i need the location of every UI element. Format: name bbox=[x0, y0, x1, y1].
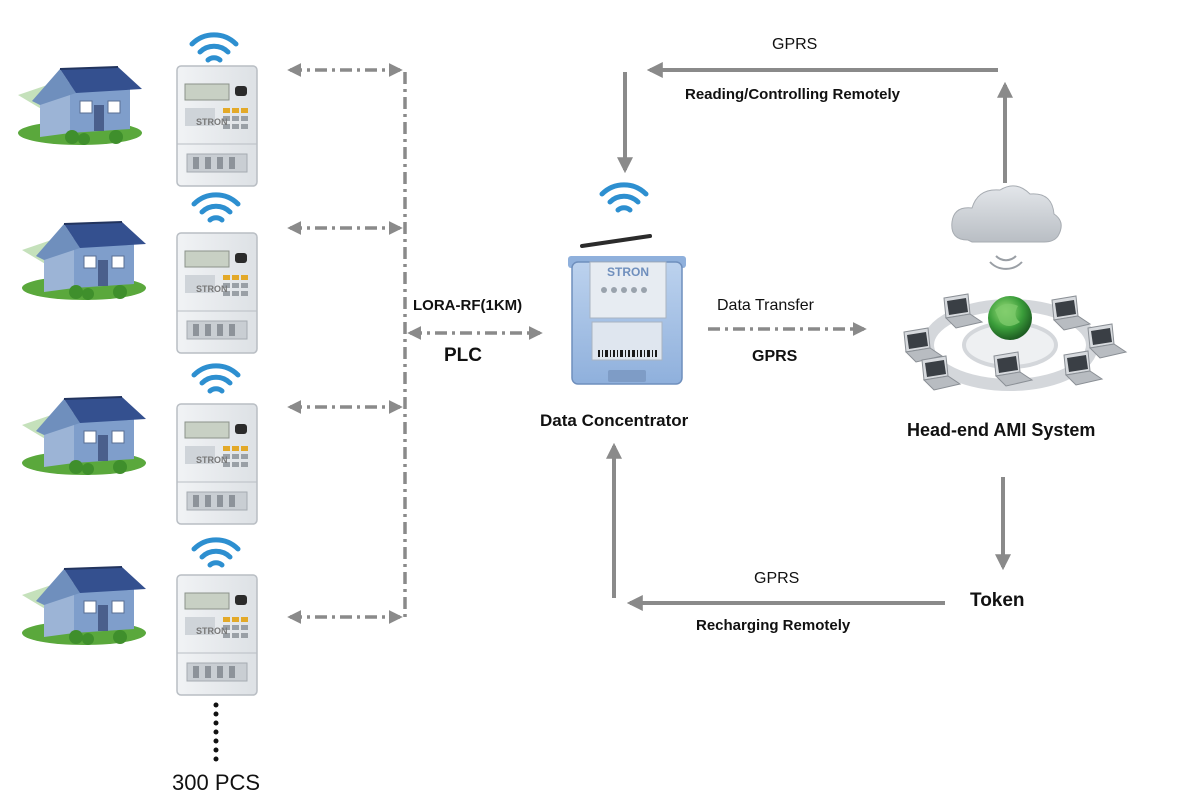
token-label: Token bbox=[970, 590, 1025, 611]
meter-brand: STRON bbox=[196, 626, 228, 636]
continuation-dots bbox=[213, 702, 219, 762]
link-label-lora: LORA-RF(1KM) bbox=[413, 297, 523, 314]
meter-brand: STRON bbox=[196, 284, 228, 294]
link-label-gprs-mid: GPRS bbox=[752, 348, 798, 365]
link-label-plc: PLC bbox=[444, 345, 482, 366]
concentrator-brand: STRON bbox=[607, 265, 649, 279]
house-icon bbox=[21, 396, 147, 476]
link-label-reading: Reading/Controlling Remotely bbox=[685, 86, 901, 103]
wifi-icon bbox=[192, 35, 236, 60]
laptop-icon bbox=[1051, 295, 1091, 331]
meter-brand: STRON bbox=[196, 455, 228, 465]
wifi-icon bbox=[194, 195, 238, 220]
link-label-gprs-bottom: GPRS bbox=[754, 570, 800, 587]
laptop-icon bbox=[1063, 350, 1103, 386]
link-label-recharging: Recharging Remotely bbox=[696, 617, 851, 634]
wifi-icon bbox=[602, 185, 646, 210]
link-label-gprs-top: GPRS bbox=[772, 36, 818, 53]
meter-brand: STRON bbox=[196, 117, 228, 127]
wifi-icon bbox=[194, 366, 238, 391]
concentrator-label: Data Concentrator bbox=[540, 411, 689, 430]
headend-label: Head-end AMI System bbox=[907, 420, 1096, 440]
quantity-label: 300 PCS bbox=[172, 770, 261, 795]
link-label-data-transfer: Data Transfer bbox=[717, 297, 814, 314]
concentrator-icon bbox=[568, 234, 686, 385]
house-icon bbox=[17, 66, 143, 146]
house-icon bbox=[21, 566, 147, 646]
house-icon bbox=[21, 221, 147, 301]
cloud-icon bbox=[951, 185, 1062, 270]
wifi-icon bbox=[194, 540, 238, 565]
